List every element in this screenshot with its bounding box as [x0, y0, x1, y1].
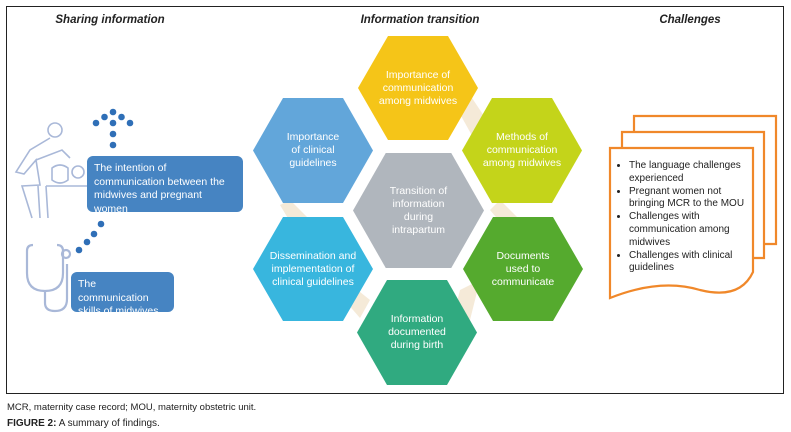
hex-information-documented: Information documented during birth [357, 280, 477, 385]
figure-frame [6, 6, 784, 394]
hex-importance-of-guidelines: Importance of clinical guidelines [253, 98, 373, 203]
abbreviation-note: MCR, maternity case record; MOU, materni… [7, 402, 257, 413]
heading-information-transition: Information transition [360, 14, 480, 26]
hex-methods-of-communication: Methods of communication among midwives [462, 98, 582, 203]
heading-challenges: Challenges [659, 14, 721, 26]
figure-caption: FIGURE 2: A summary of findings. [7, 418, 160, 429]
heading-sharing-information: Sharing information [55, 14, 165, 26]
figure-label: FIGURE 2: [7, 418, 57, 429]
dotted-arrow-icon [92, 108, 134, 149]
stethoscope-icon [25, 243, 72, 313]
dotted-line-icon [75, 220, 105, 254]
hex-transition-of-information: Transition of information during intrapa… [353, 153, 484, 268]
figure-title: A summary of findings. [58, 418, 160, 429]
challenge-item: Challenges with clinical guidelines [629, 250, 748, 276]
mother-baby-icon [14, 122, 92, 219]
challenge-item: Pregnant women not bringing MCR to the M… [629, 186, 748, 212]
communication-skills-box: The communication skills of midwives [71, 272, 174, 317]
document-stack-icon [608, 114, 778, 300]
challenges-list: The language challenges experienced Preg… [618, 160, 748, 275]
challenge-item: The language challenges experienced [629, 160, 748, 186]
challenge-item: Challenges with communication among midw… [629, 211, 748, 249]
intention-of-communication-box: The intention of communication between t… [87, 156, 243, 215]
